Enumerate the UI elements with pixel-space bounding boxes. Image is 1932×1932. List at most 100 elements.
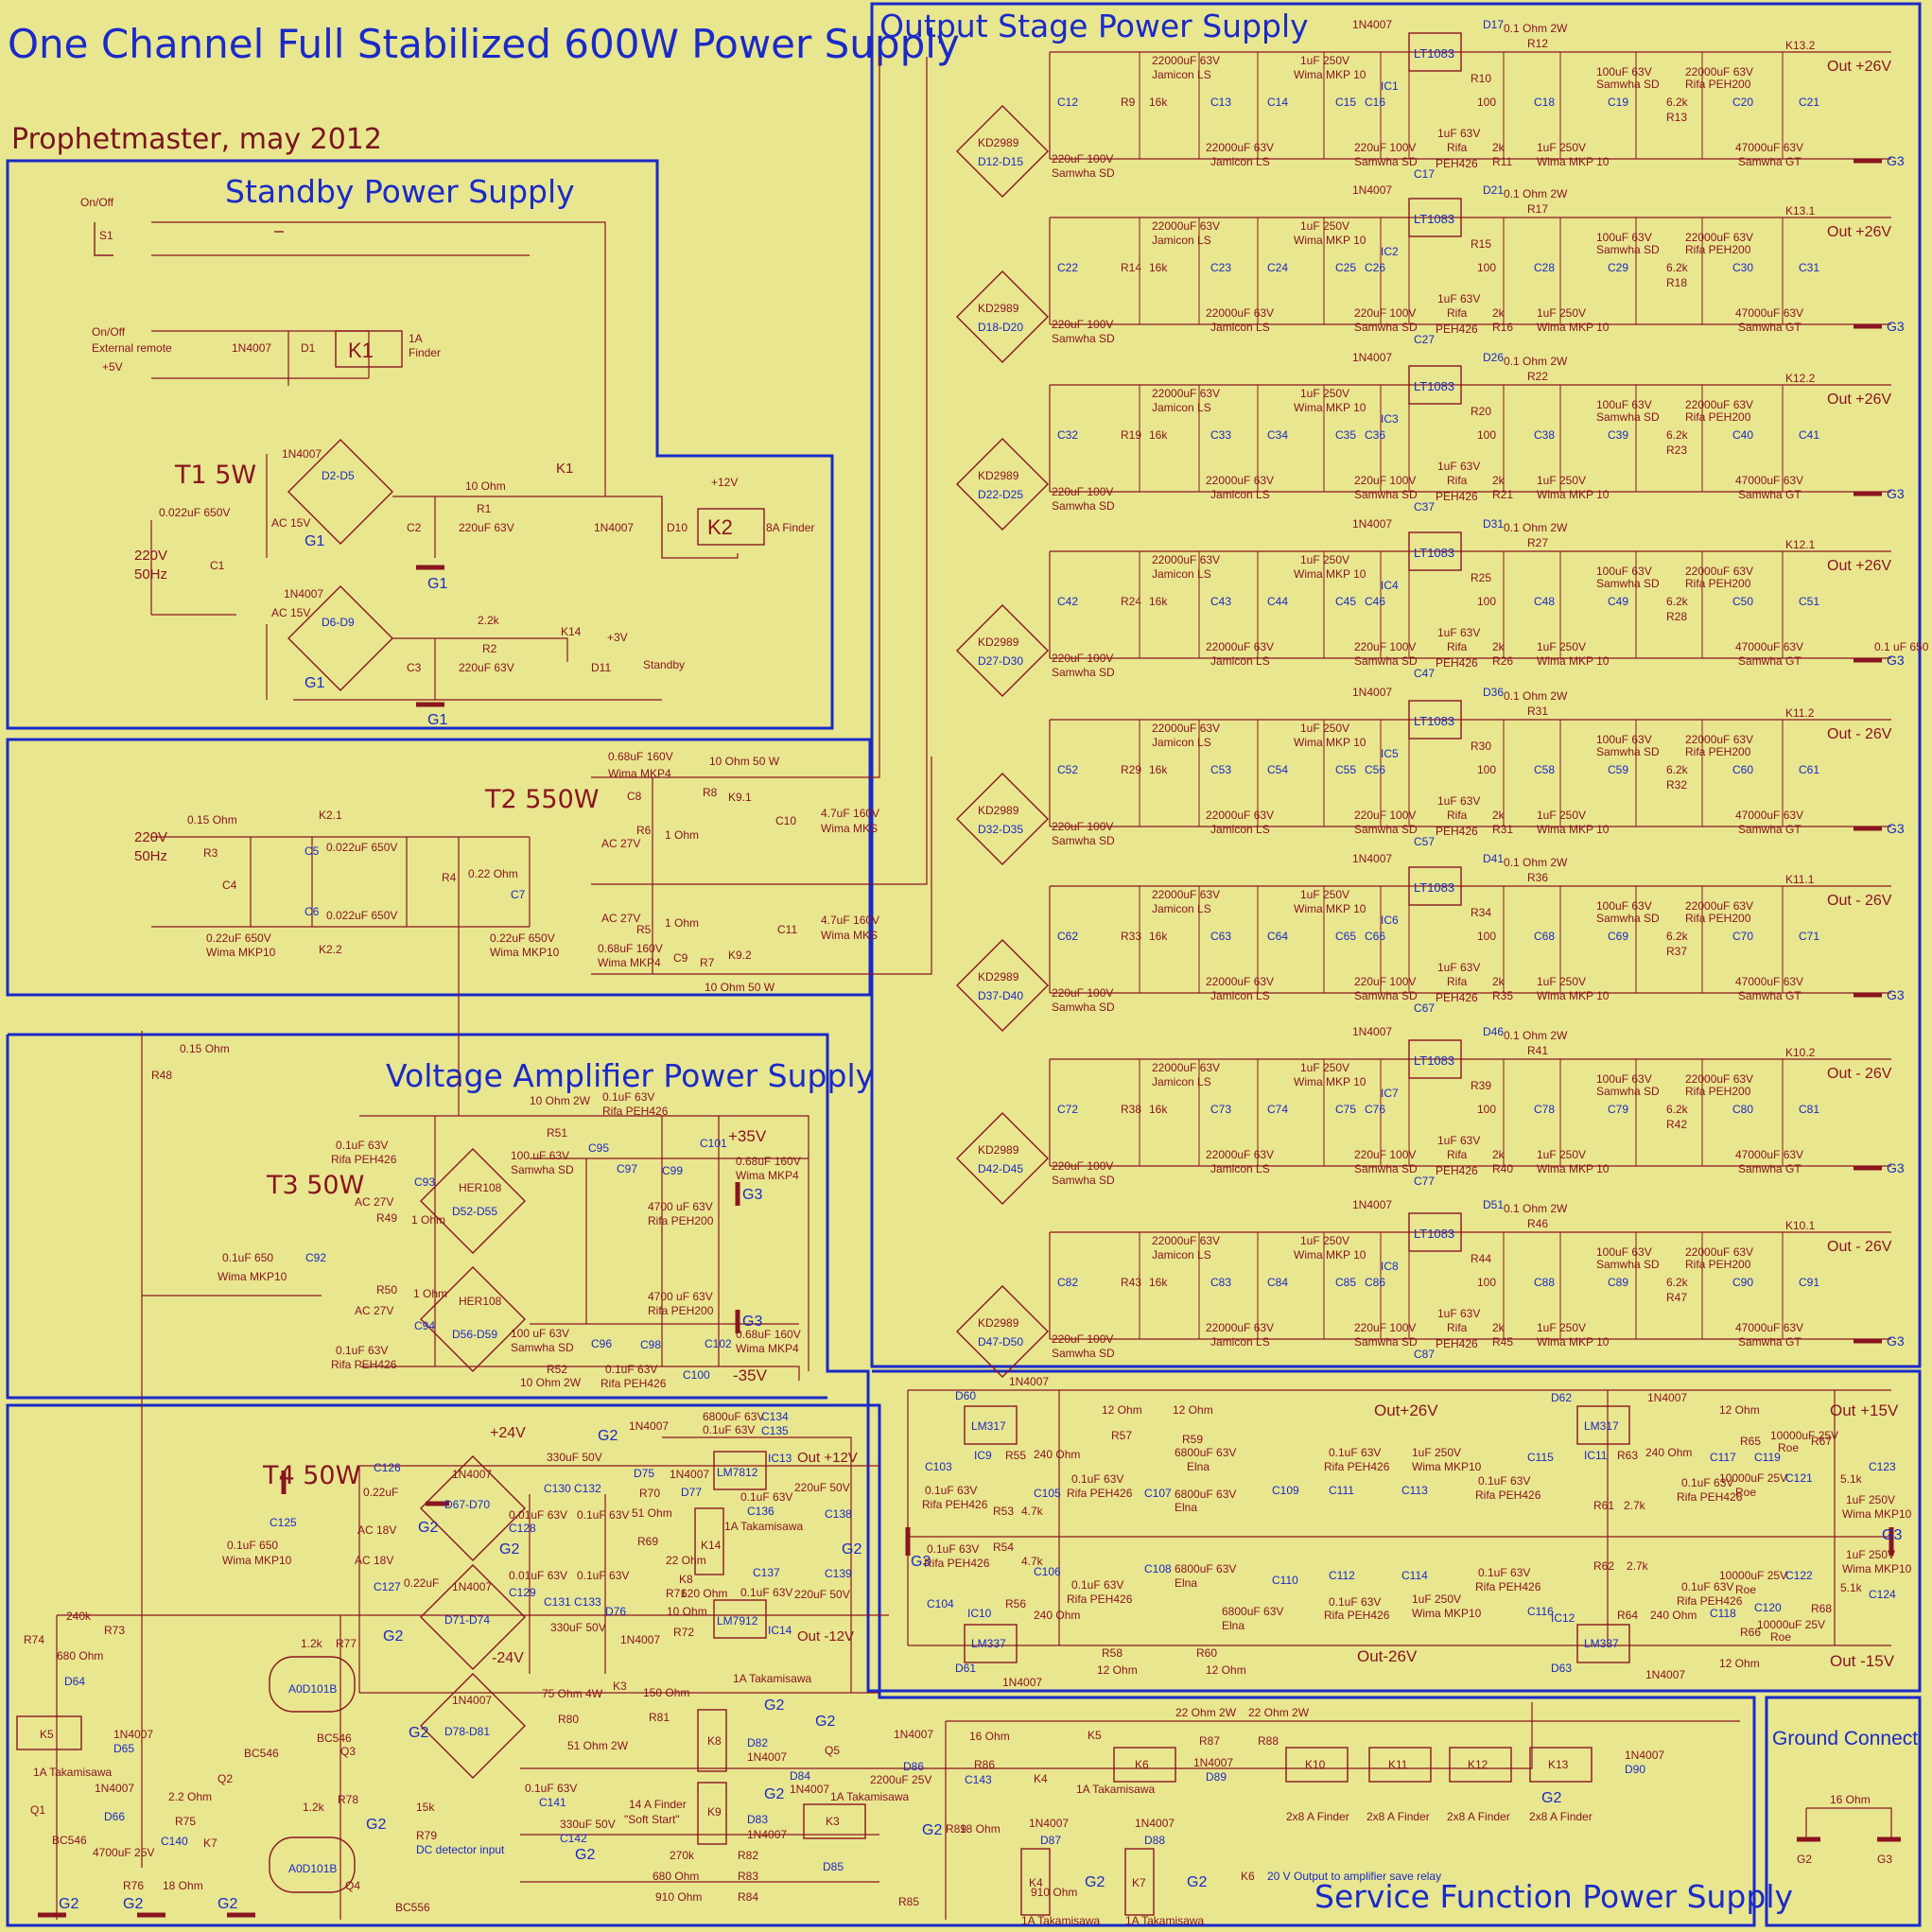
output-cap: C54: [1267, 763, 1288, 776]
label-ic13: IC13: [768, 1452, 792, 1465]
label-d86: D86: [903, 1760, 924, 1773]
label-lm317-b: LM317: [1584, 1419, 1619, 1433]
output-cap: C62: [1057, 930, 1078, 943]
label-c98-sub: Rifa PEH426: [600, 1377, 667, 1390]
output-cap: C66: [1365, 930, 1385, 943]
label-ac18b: AC 18V: [355, 1554, 393, 1567]
label-plus3: +3V: [607, 631, 628, 644]
label-k4-svc-b: K4: [1029, 1876, 1043, 1889]
label-d6-d9: D6-D9: [322, 616, 355, 629]
label-g2-svc-d: G2: [815, 1714, 835, 1730]
output-cap-value: 100uF 63V: [1596, 565, 1652, 578]
output-cap-value: 1uF 250V: [1537, 1148, 1586, 1161]
output-bridge-type: KD2989: [978, 469, 1019, 482]
output-cap-sub: Samwha SD: [1596, 912, 1660, 925]
label-k7-desc: 1A Takamisawa: [1125, 1914, 1204, 1927]
output-cap-value: 1uF 250V: [1300, 722, 1349, 735]
output-cap-sub: Jamicon LS: [1152, 68, 1211, 81]
label-r73-val: 240k: [66, 1610, 92, 1623]
output-cap: C89: [1608, 1276, 1628, 1289]
label-d64: D64: [64, 1675, 85, 1688]
label-v10000-d: 10000uF 25V: [1757, 1618, 1825, 1631]
output-res: R15: [1471, 237, 1491, 251]
output-res: R47: [1666, 1291, 1687, 1304]
output-res-value: 100: [1477, 763, 1496, 776]
label-v12-f: 12 Ohm: [1719, 1657, 1760, 1670]
output-cap: C12: [1057, 96, 1078, 109]
label-r74-val: 680 Ohm: [57, 1649, 103, 1662]
output-cap-sub: Jamicon LS: [1152, 234, 1211, 247]
label-k21: K2.1: [319, 809, 342, 822]
label-r76: R76: [123, 1879, 144, 1892]
output-cap-value: 22000uF 63V: [1152, 888, 1220, 901]
label-g2-j: G2: [218, 1896, 237, 1912]
label-r50: R50: [376, 1283, 397, 1297]
output-cap: C16: [1365, 96, 1385, 109]
label-v6800-c: 6800uF 63V: [1175, 1562, 1236, 1575]
output-relay-label: K13.2: [1785, 39, 1816, 52]
output-cap-sub: Rifa: [1447, 640, 1468, 653]
label-k6-desc: 1A Takamisawa: [1076, 1783, 1155, 1796]
label-v1us-a: Wima MKP10: [1412, 1460, 1482, 1473]
output-cap-value: 1uF 250V: [1300, 387, 1349, 400]
output-cap-value: 22000uF 63V: [1685, 231, 1753, 244]
label-k14-desc: 1A Takamisawa: [724, 1520, 803, 1533]
label-c11-sub: Wima MKS: [821, 929, 878, 942]
label-v1us-d: Wima MKP10: [1842, 1562, 1912, 1575]
label-v01-ri: 0.1uF 63V: [1478, 1566, 1530, 1579]
output-res: R32: [1666, 778, 1687, 792]
label-v1us-b: Wima MKP10: [1412, 1607, 1482, 1620]
label-standby: Standby: [643, 658, 685, 671]
output-cap-sub: Wima MKP 10: [1537, 1335, 1610, 1349]
output-res: R9: [1121, 96, 1136, 109]
label-r64: R64: [1617, 1609, 1638, 1622]
output-cap: C88: [1534, 1276, 1555, 1289]
output-cap-sub: Samwha SD: [1354, 989, 1418, 1002]
output-cap-sub: Wima MKP 10: [1537, 155, 1610, 168]
section-title-standby: Standby Power Supply: [225, 173, 575, 210]
label-v10000s-d: Roe: [1770, 1630, 1791, 1644]
output-ic-label: IC5: [1381, 747, 1399, 760]
output-cap: C18: [1534, 96, 1555, 109]
label-c94-val: 0.1uF 63V: [336, 1344, 388, 1357]
output-rail-label: Out +26V: [1827, 392, 1891, 408]
label-r82-val: 270k: [670, 1849, 695, 1862]
output-cap: C87: [1414, 1348, 1435, 1361]
label-v240-c: 240 Ohm: [1645, 1446, 1692, 1459]
output-cap-value: 100uF 63V: [1596, 65, 1652, 78]
output-cap-sub: Samwha SD: [1354, 654, 1418, 668]
label-mains-v: 220V: [134, 548, 167, 564]
label-c97-sub: Rifa PEH426: [602, 1105, 669, 1118]
label-opto-b: A0D101B: [288, 1862, 337, 1875]
label-c11-val: 4.7uF 160V: [821, 914, 879, 927]
label-k14-t4: K14: [701, 1539, 722, 1552]
section-title-ground: Ground Connect: [1772, 1728, 1919, 1749]
output-cap-value: 220uF 100V: [1052, 1159, 1113, 1173]
label-c112: C112: [1329, 1569, 1355, 1582]
label-d88: D88: [1144, 1834, 1165, 1847]
label-c103: C103: [925, 1460, 952, 1473]
output-res-value: 16k: [1149, 261, 1168, 274]
label-v001-a: 0.01uF 63V: [509, 1508, 567, 1522]
output-rail-label: Out - 26V: [1827, 726, 1892, 742]
output-res: R16: [1492, 321, 1513, 334]
output-ic-label: IC1: [1381, 79, 1399, 93]
output-relay-label: K12.2: [1785, 372, 1816, 385]
output-res: R20: [1471, 405, 1491, 418]
label-n35: -35V: [733, 1366, 768, 1384]
label-mains-f: 50Hz: [134, 566, 167, 583]
label-her-b: HER108: [459, 1295, 502, 1308]
output-bridge-label: D18-D20: [978, 321, 1023, 334]
label-d61-type: 1N4007: [1002, 1676, 1042, 1689]
label-k6-note: K6: [1241, 1870, 1255, 1883]
label-k1-desc2: Finder: [409, 346, 441, 359]
section-title-service: Service Function Power Supply: [1314, 1878, 1794, 1915]
label-c110: C110: [1272, 1574, 1298, 1587]
output-res-value: 0.1 Ohm 2W: [1504, 689, 1568, 703]
label-v47k-a: 4.7k: [1021, 1505, 1044, 1518]
output-cap-value: 22000uF 63V: [1685, 899, 1753, 913]
label-r85-val: 910 Ohm: [1031, 1886, 1077, 1899]
label-r48-val: 0.15 Ohm: [180, 1042, 230, 1055]
output-cap-value: 22000uF 63V: [1206, 141, 1274, 154]
output-res-value: 6.2k: [1666, 261, 1689, 274]
